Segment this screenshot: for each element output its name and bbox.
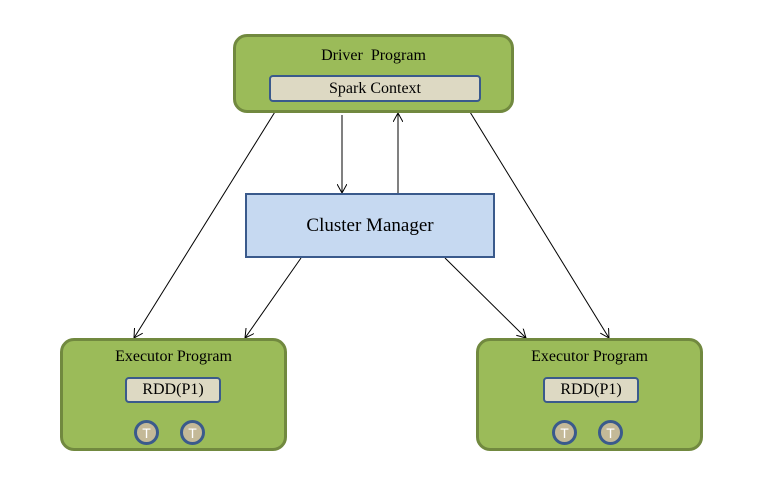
- arrow-context-to-executor-left: [134, 98, 284, 338]
- rdd-box: RDD(P1): [543, 377, 639, 403]
- task-circle: T: [134, 420, 159, 445]
- rdd-box: RDD(P1): [125, 377, 221, 403]
- executor-program-title: Executor Program: [115, 348, 232, 365]
- rdd-label: RDD(P1): [560, 381, 622, 398]
- rdd-label: RDD(P1): [142, 381, 204, 398]
- arrow-manager-to-executor-right: [444, 257, 526, 338]
- arrow-context-to-executor-right: [461, 98, 609, 338]
- spark-context-box: Spark Context: [269, 75, 481, 102]
- cluster-manager-box: Cluster Manager: [245, 193, 495, 258]
- driver-program-title: Driver Program: [321, 47, 426, 64]
- task-circle: T: [552, 420, 577, 445]
- arrow-manager-to-executor-left: [245, 257, 302, 338]
- cluster-manager-label: Cluster Manager: [306, 214, 434, 236]
- spark-context-label: Spark Context: [329, 79, 421, 97]
- driver-program-box: Driver Program Spark Context: [233, 34, 514, 113]
- executor-program-box-left: Executor Program RDD(P1) T T: [60, 338, 287, 451]
- executor-program-box-right: Executor Program RDD(P1) T T: [476, 338, 703, 451]
- executor-program-title: Executor Program: [531, 348, 648, 365]
- task-circle: T: [598, 420, 623, 445]
- task-circle: T: [180, 420, 205, 445]
